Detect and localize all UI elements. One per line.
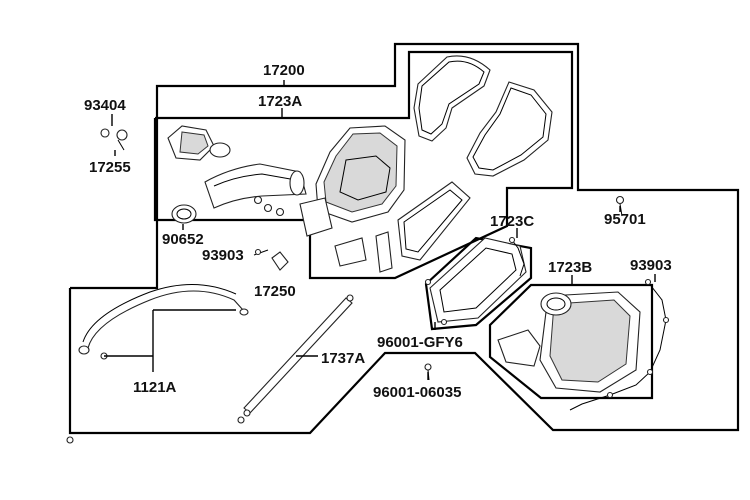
clip-17250 xyxy=(271,251,289,271)
air-cleaner-case xyxy=(299,125,406,237)
label-1121A: 1121A xyxy=(133,379,177,396)
label-1737A: 1737A xyxy=(321,350,365,367)
corner-clip xyxy=(66,436,74,444)
lower-gasket xyxy=(466,81,553,177)
bolt-93404 xyxy=(100,128,128,151)
label-96001-GFY6: 96001-GFY6 xyxy=(377,334,463,351)
cover-sub-outline xyxy=(424,236,533,331)
label-93903-right: 93903 xyxy=(630,257,672,274)
assembly-outline xyxy=(68,42,740,435)
element-sub-outline xyxy=(488,283,654,400)
label-17255: 17255 xyxy=(89,159,131,176)
label-90652: 90652 xyxy=(162,231,204,248)
label-95701: 95701 xyxy=(604,211,646,228)
case-sub-outline xyxy=(153,50,574,280)
air-filter-element xyxy=(497,291,641,393)
label-93404: 93404 xyxy=(84,97,126,114)
label-96001-06035: 96001-06035 xyxy=(373,384,461,401)
screw-chain-93903 xyxy=(569,278,670,411)
label-93903-left: 93903 xyxy=(202,247,244,264)
label-1723A: 1723A xyxy=(258,93,302,110)
label-1723B: 1723B xyxy=(548,259,592,276)
leader-lines xyxy=(104,80,656,380)
screw-93903 xyxy=(253,248,269,256)
cleaner-cover xyxy=(397,181,527,323)
label-1723C: 1723C xyxy=(490,213,534,230)
breather-hose xyxy=(78,284,249,360)
upper-gasket xyxy=(413,55,491,142)
case-small-parts xyxy=(253,195,393,273)
connecting-tube xyxy=(204,142,307,209)
label-17200: 17200 xyxy=(263,62,305,79)
hose-clamp xyxy=(171,204,197,224)
label-17250: 17250 xyxy=(254,283,296,300)
intake-duct xyxy=(167,125,215,161)
cover-screws xyxy=(424,236,525,326)
